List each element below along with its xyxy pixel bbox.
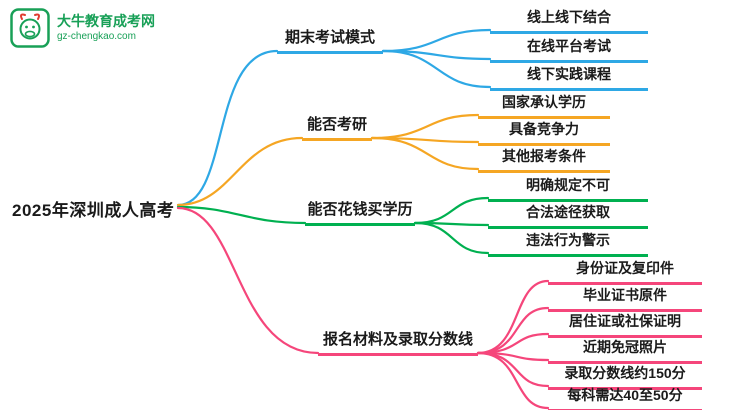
site-url: gz-chengkao.com [57, 30, 136, 42]
leaf-photo: 近期免冠照片 [548, 337, 702, 364]
branch-kaoyan: 能否考研 [302, 113, 372, 141]
leaf-id-copy: 身份证及复印件 [548, 258, 702, 285]
leaf-other-conditions: 其他报考条件 [478, 146, 610, 173]
cow-icon [10, 8, 50, 48]
edge-branch1-leaf2 [381, 49, 492, 61]
edge-branch4-leaf2 [476, 306, 550, 355]
leaf-online-offline: 线上线下结合 [490, 7, 648, 34]
edge-branch4-leaf6 [476, 351, 550, 410]
root-node: 2025年深圳成人高考 [12, 201, 175, 220]
leaf-illegal-warn: 违法行为警示 [488, 230, 648, 257]
edge-branch4-leaf4 [476, 351, 550, 362]
leaf-online-platform: 在线平台考试 [490, 36, 648, 63]
branch-materials: 报名材料及录取分数线 [318, 328, 478, 356]
edge-root-branch-exam [176, 49, 279, 207]
leaf-cutoff-150: 录取分数线约150分 [548, 363, 702, 390]
leaf-per-subject: 每科需达40至50分 [548, 385, 702, 410]
leaf-residence: 居住证或社保证明 [548, 311, 702, 338]
edge-root-branch-buy [176, 205, 307, 225]
site-logo: 大牛教育成考网 gz-chengkao.com [10, 8, 155, 48]
edge-branch4-leaf1 [476, 279, 550, 355]
leaf-offline-practice: 线下实践课程 [490, 64, 648, 91]
leaf-legal-way: 合法途径获取 [488, 202, 648, 229]
edge-branch3-leaf1 [413, 196, 490, 225]
branch-buy-diploma: 能否花钱买学历 [305, 198, 415, 226]
leaf-competitive: 具备竞争力 [478, 119, 610, 146]
leaf-state-recognized: 国家承认学历 [478, 92, 610, 119]
edge-branch2-leaf1 [370, 113, 480, 140]
branch-exam-mode: 期末考试模式 [277, 26, 383, 54]
edge-branch3-leaf2 [413, 221, 490, 227]
logo-text-block: 大牛教育成考网 gz-chengkao.com [57, 13, 155, 43]
edge-root-branch-materials [176, 206, 320, 355]
edge-branch2-leaf3 [370, 136, 480, 171]
leaf-forbidden: 明确规定不可 [488, 175, 648, 202]
edge-branch3-leaf3 [413, 221, 490, 255]
site-name: 大牛教育成考网 [57, 13, 155, 29]
edge-branch4-leaf3 [476, 332, 550, 355]
leaf-diploma: 毕业证书原件 [548, 285, 702, 312]
edge-branch2-leaf2 [370, 136, 480, 144]
edge-branch1-leaf1 [381, 28, 492, 53]
edge-branch1-leaf3 [381, 49, 492, 89]
edge-branch4-leaf5 [476, 351, 550, 388]
edge-root-branch-kaoyan [176, 136, 304, 207]
